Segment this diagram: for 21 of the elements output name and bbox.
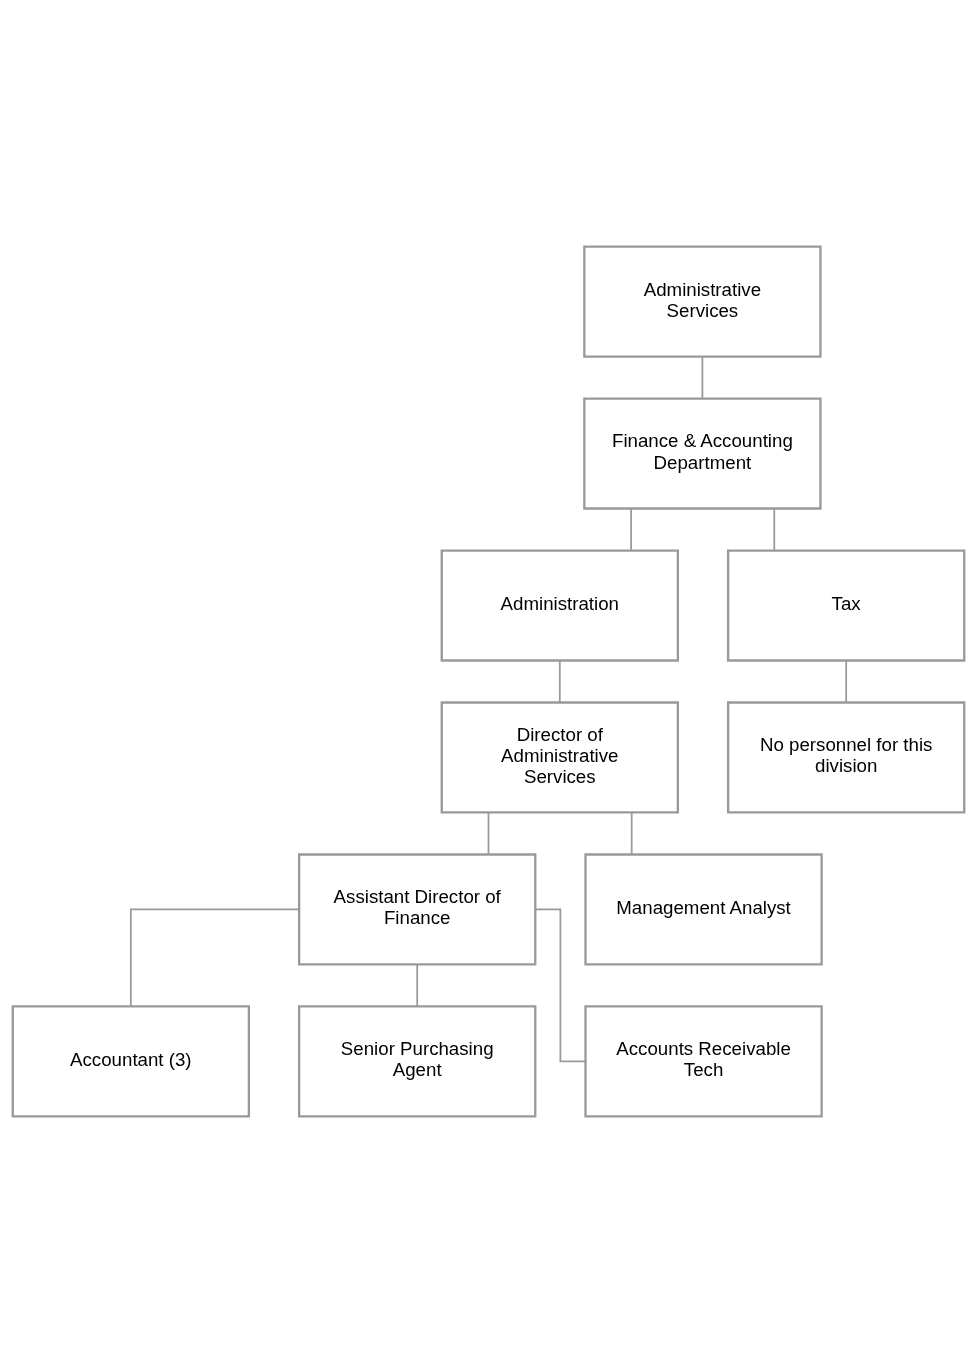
connector xyxy=(487,811,490,855)
node-box: Administrative Services xyxy=(583,245,822,358)
connector xyxy=(534,908,587,1062)
connector xyxy=(630,507,632,551)
connector xyxy=(701,355,704,399)
connector xyxy=(630,811,633,855)
connector xyxy=(129,908,300,1007)
connector xyxy=(845,659,848,703)
node-box: No personnel for this division xyxy=(726,700,966,814)
node-box: Senior Purchasing Agent xyxy=(297,1004,537,1117)
node-box: Director of Administrative Services xyxy=(440,700,680,814)
node-box: Finance & Accounting Department xyxy=(583,396,822,510)
node-box: Accounts Receivable Tech xyxy=(584,1004,823,1117)
node-box: Assistant Director of Finance xyxy=(297,852,537,966)
connector xyxy=(773,507,776,551)
node-box: Accountant (3) xyxy=(11,1004,251,1117)
node-box: Administration xyxy=(440,548,680,662)
connector xyxy=(558,659,561,703)
connector xyxy=(416,963,419,1007)
node-box: Management Analyst xyxy=(584,852,823,966)
node-box: Tax xyxy=(726,548,966,662)
